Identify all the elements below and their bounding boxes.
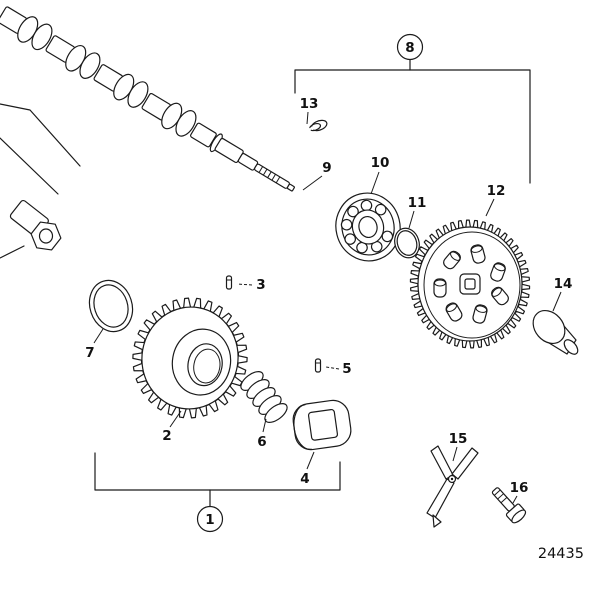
group-bracket-1 <box>94 452 341 507</box>
group-bracket-8 <box>294 59 531 184</box>
callout-10-label[interactable]: 10 <box>371 155 390 171</box>
pin-3 <box>225 275 233 290</box>
callout-2-leader <box>169 410 182 428</box>
camshaft <box>0 6 295 192</box>
callout-6-leader <box>262 418 267 433</box>
callout-2-label[interactable]: 2 <box>162 428 171 444</box>
engine-fragment <box>0 103 81 259</box>
ball-bearing <box>335 192 401 262</box>
callout-15-label[interactable]: 15 <box>449 431 468 447</box>
callout-7-leader <box>93 328 104 344</box>
callout-5-leader <box>325 366 340 370</box>
callout-7-label[interactable]: 7 <box>85 345 94 361</box>
callout-13-leader <box>306 111 309 125</box>
pin-5 <box>314 358 322 373</box>
idler-gear <box>132 297 248 419</box>
callout-14-leader <box>552 291 562 312</box>
callout-12-label[interactable]: 12 <box>487 183 506 199</box>
callout-13-label[interactable]: 13 <box>300 96 319 112</box>
callout-3-label[interactable]: 3 <box>256 277 265 293</box>
callout-16-leader <box>512 495 518 504</box>
part-number: 24435 <box>538 546 584 562</box>
callout-6-label[interactable]: 6 <box>257 434 266 450</box>
callout-8-circle[interactable] <box>396 33 424 61</box>
bushing <box>292 399 352 451</box>
retaining-clip <box>309 119 328 132</box>
camshaft-threaded-end <box>254 163 290 189</box>
callout-1-circle[interactable] <box>196 505 224 533</box>
callout-9-leader <box>302 175 323 191</box>
o-ring-small <box>394 227 420 259</box>
callout-5-label[interactable]: 5 <box>342 361 351 377</box>
callout-1[interactable]: 1 <box>196 505 224 533</box>
callout-3-leader <box>236 283 253 286</box>
callout-16-label[interactable]: 16 <box>510 480 529 496</box>
callout-12-leader <box>485 198 495 217</box>
callout-11-leader <box>408 210 415 229</box>
callout-4-label[interactable]: 4 <box>300 471 309 487</box>
callout-14-label[interactable]: 14 <box>554 276 573 292</box>
callout-10-leader <box>370 171 380 195</box>
spring <box>240 371 288 423</box>
callout-1-label[interactable]: 1 <box>205 512 214 528</box>
callout-8-label[interactable]: 8 <box>405 40 414 56</box>
callout-8[interactable]: 8 <box>396 33 424 61</box>
o-ring-large <box>88 279 134 333</box>
fork-yoke <box>426 445 479 528</box>
callout-11-label[interactable]: 11 <box>408 195 427 211</box>
balance-gear <box>409 219 531 349</box>
callout-9-label[interactable]: 9 <box>322 160 331 176</box>
cone-plug <box>532 310 579 355</box>
bolt <box>491 487 527 524</box>
callout-4-leader <box>306 451 315 470</box>
callout-15-leader <box>452 446 458 462</box>
